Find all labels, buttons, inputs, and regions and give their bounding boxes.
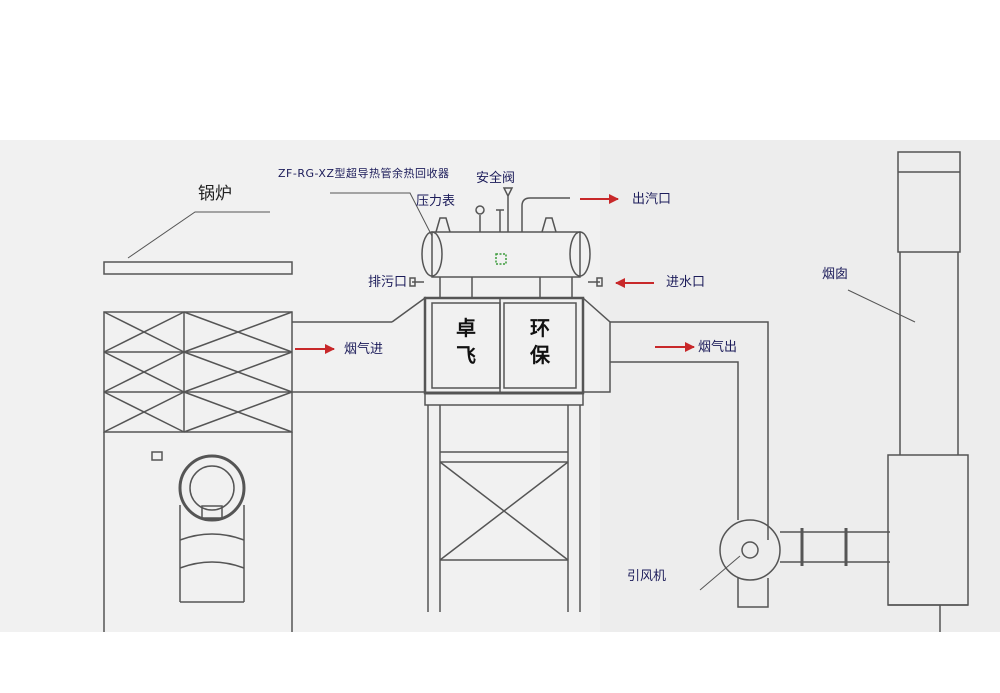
steam-drum [409, 187, 603, 298]
label-pressure-gauge: 压力表 [416, 194, 456, 209]
label-model: ZF-RG-XZ型超导热管余热回收器 [278, 167, 450, 180]
label-boiler: 锅炉 [198, 184, 232, 204]
brand-char-4: 保 [530, 343, 550, 367]
induced-fan [719, 519, 890, 608]
brand-char-2: 环 [530, 316, 550, 340]
label-safety-valve: 安全阀 [476, 171, 516, 186]
label-fan: 引风机 [627, 569, 667, 584]
support-stand [424, 392, 584, 612]
boiler [103, 261, 293, 632]
brand-char-3: 飞 [456, 343, 476, 367]
label-flue-in: 烟气进 [344, 342, 384, 357]
label-steam-outlet: 出汽口 [632, 192, 672, 207]
chimney [887, 151, 969, 632]
label-water-inlet: 进水口 [666, 275, 706, 290]
brand-char-1: 卓 [456, 316, 476, 340]
label-chimney: 烟囱 [822, 267, 849, 282]
label-drain-outlet: 排污口 [368, 275, 408, 290]
label-flue-out: 烟气出 [698, 340, 738, 355]
outlet-duct [582, 297, 769, 540]
scan-shading-right [600, 140, 1000, 632]
flow-arrows [295, 194, 695, 354]
